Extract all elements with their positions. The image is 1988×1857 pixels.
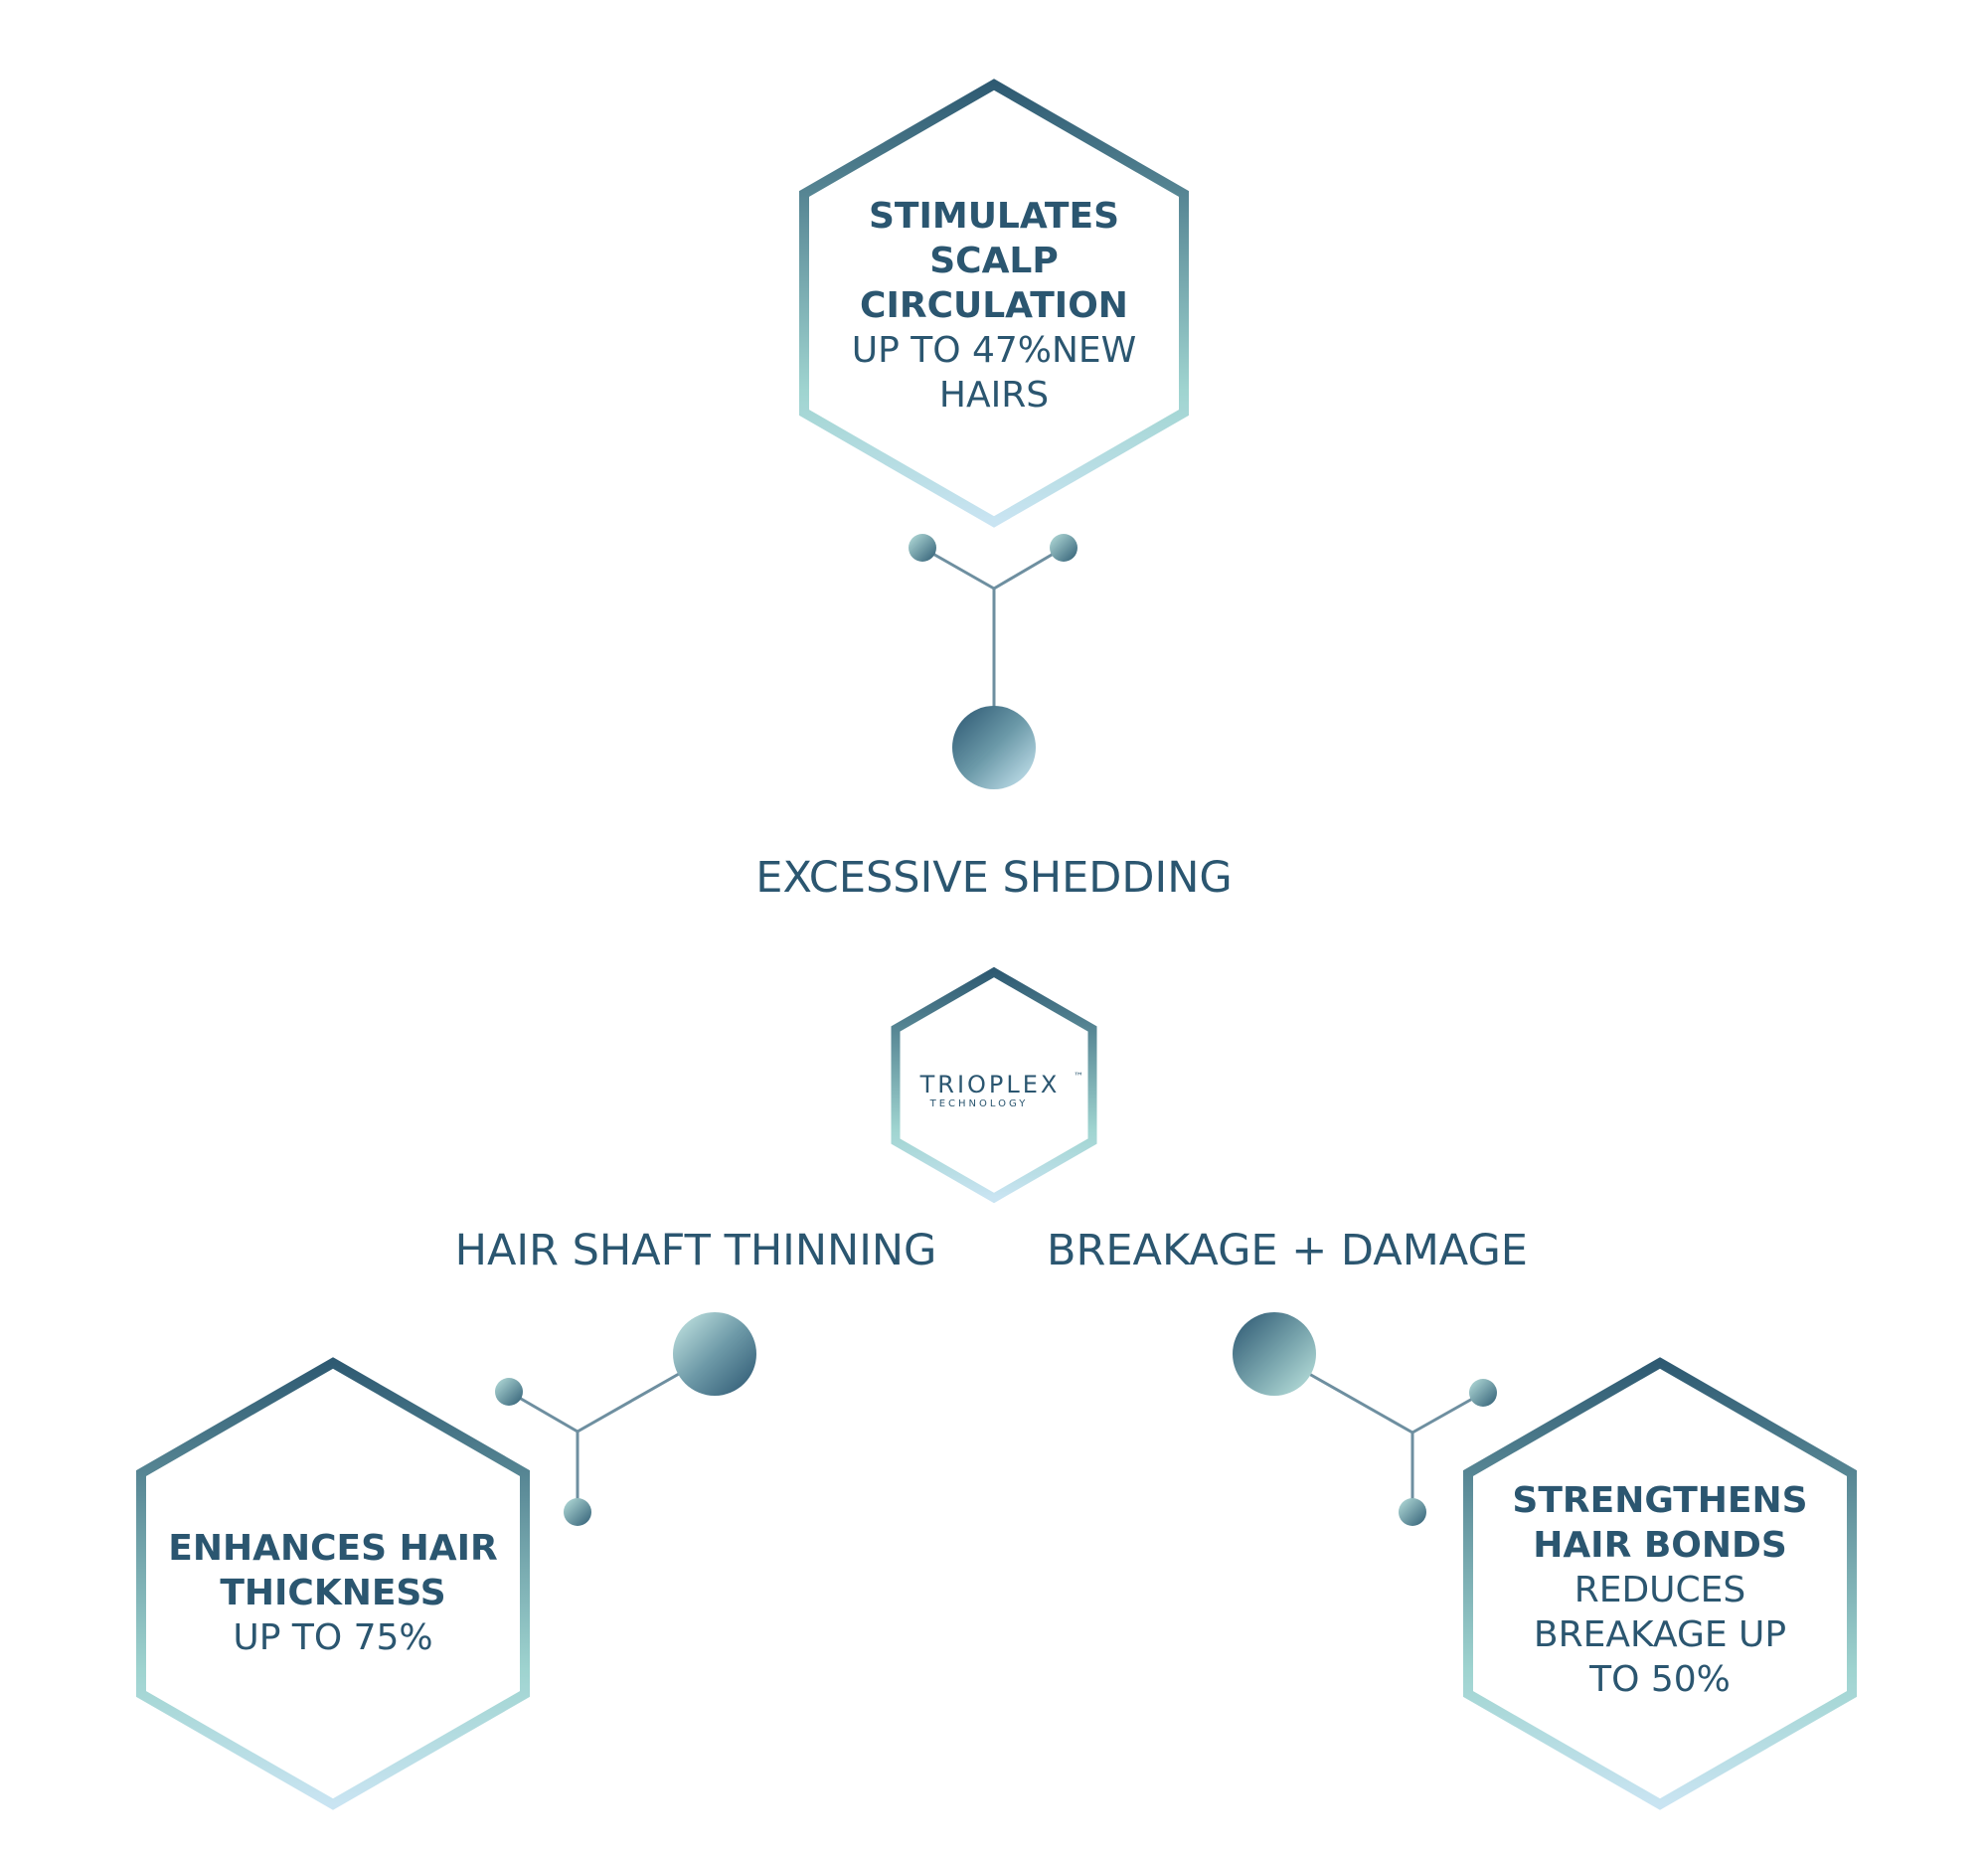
- top-benefit-text: STIMULATES SCALP CIRCULATION UP TO 47%NE…: [805, 194, 1183, 418]
- connector-node: [1399, 1498, 1426, 1526]
- problem-label-top: EXCESSIVE SHEDDING: [755, 853, 1233, 903]
- top-connector: [909, 534, 1077, 789]
- top-benefit-detail-line: UP TO 47%NEW: [851, 330, 1137, 371]
- top-benefit-detail-line: HAIRS: [938, 375, 1050, 416]
- right-benefit-title-line: STRENGTHENS: [1512, 1480, 1808, 1521]
- logo-hexagon: [891, 966, 1097, 1204]
- connector-node: [495, 1378, 523, 1406]
- right-connector: [1233, 1312, 1497, 1526]
- left-benefit-title-line: THICKNESS: [220, 1573, 446, 1613]
- right-benefit-text: STRENGTHENS HAIR BONDS REDUCES BREAKAGE …: [1471, 1478, 1849, 1702]
- right-benefit-detail-line: BREAKAGE UP: [1533, 1614, 1787, 1655]
- connector-node: [909, 534, 936, 562]
- right-benefit-hexagon: [1463, 1357, 1857, 1810]
- connector-node: [564, 1498, 591, 1526]
- top-molecule-ball: [952, 706, 1036, 789]
- left-connector: [495, 1312, 756, 1526]
- right-molecule-ball: [1233, 1312, 1316, 1396]
- right-benefit-title-line: HAIR BONDS: [1533, 1525, 1787, 1566]
- problem-label-left: HAIR SHAFT THINNING: [454, 1226, 937, 1275]
- top-benefit-hexagon: [799, 79, 1189, 528]
- left-molecule-ball: [673, 1312, 756, 1396]
- top-benefit-title-line: STIMULATES: [868, 196, 1120, 237]
- right-benefit-detail-line: TO 50%: [1589, 1659, 1731, 1700]
- logo-tm: ™: [1074, 1072, 1083, 1083]
- left-benefit-detail-line: UP TO 75%: [233, 1617, 433, 1658]
- left-benefit-text: ENHANCES HAIR THICKNESS UP TO 75%: [144, 1526, 522, 1660]
- top-benefit-title-line: CIRCULATION: [860, 285, 1128, 326]
- problem-label-right: BREAKAGE + DAMAGE: [1047, 1226, 1528, 1275]
- connector-node: [1050, 534, 1077, 562]
- logo-sub: TECHNOLOGY: [929, 1098, 1029, 1109]
- left-benefit-title-line: ENHANCES HAIR: [168, 1528, 498, 1569]
- left-benefit-hexagon: [136, 1357, 530, 1810]
- top-benefit-title-line: SCALP: [929, 241, 1059, 281]
- connector-node: [1469, 1379, 1497, 1407]
- logo-brand: TRIOPLEX: [919, 1071, 1061, 1098]
- trioplex-logo: TRIOPLEX ™ TECHNOLOGY: [919, 1071, 1083, 1109]
- right-benefit-detail-line: REDUCES: [1574, 1570, 1746, 1610]
